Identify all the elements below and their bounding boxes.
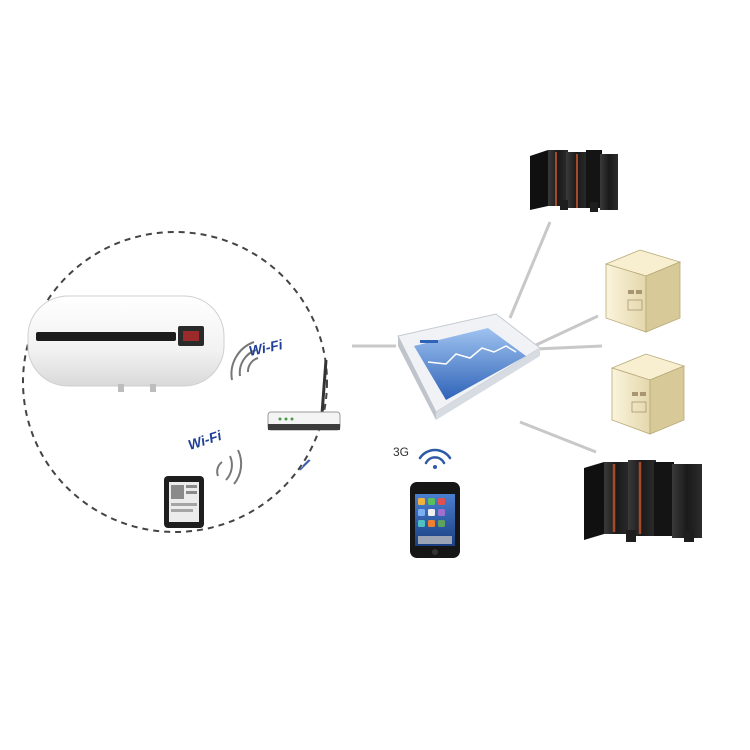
cellular-signal-icon bbox=[418, 448, 452, 469]
link-gateway-tower-1 bbox=[535, 314, 599, 347]
wifi-label-tablet: Wi-Fi bbox=[186, 427, 224, 453]
server-rack-icon-2 bbox=[584, 460, 702, 542]
gateway-device-icon bbox=[397, 313, 541, 420]
wifi-label-heater: Wi-Fi bbox=[247, 336, 285, 359]
server-rack-icon bbox=[530, 150, 618, 212]
connection-lines bbox=[352, 221, 603, 454]
link-gateway-tower-2 bbox=[535, 344, 603, 351]
link-gateway-rack-top bbox=[508, 221, 552, 319]
tablet-icon bbox=[164, 476, 204, 528]
wifi-signal-icon bbox=[230, 341, 259, 381]
router-icon bbox=[267, 359, 341, 431]
router-signal-icon bbox=[299, 459, 311, 471]
local-network-boundary bbox=[22, 231, 328, 533]
tower-server-icon-2 bbox=[610, 353, 686, 435]
water-heater-icon bbox=[27, 295, 225, 392]
link-gateway-rack-bottom bbox=[519, 420, 597, 454]
cellular-label: 3G bbox=[393, 445, 409, 459]
tower-server-icon bbox=[604, 249, 682, 333]
smartphone-icon bbox=[410, 482, 460, 558]
wifi-signal-icon-tablet bbox=[216, 449, 243, 485]
